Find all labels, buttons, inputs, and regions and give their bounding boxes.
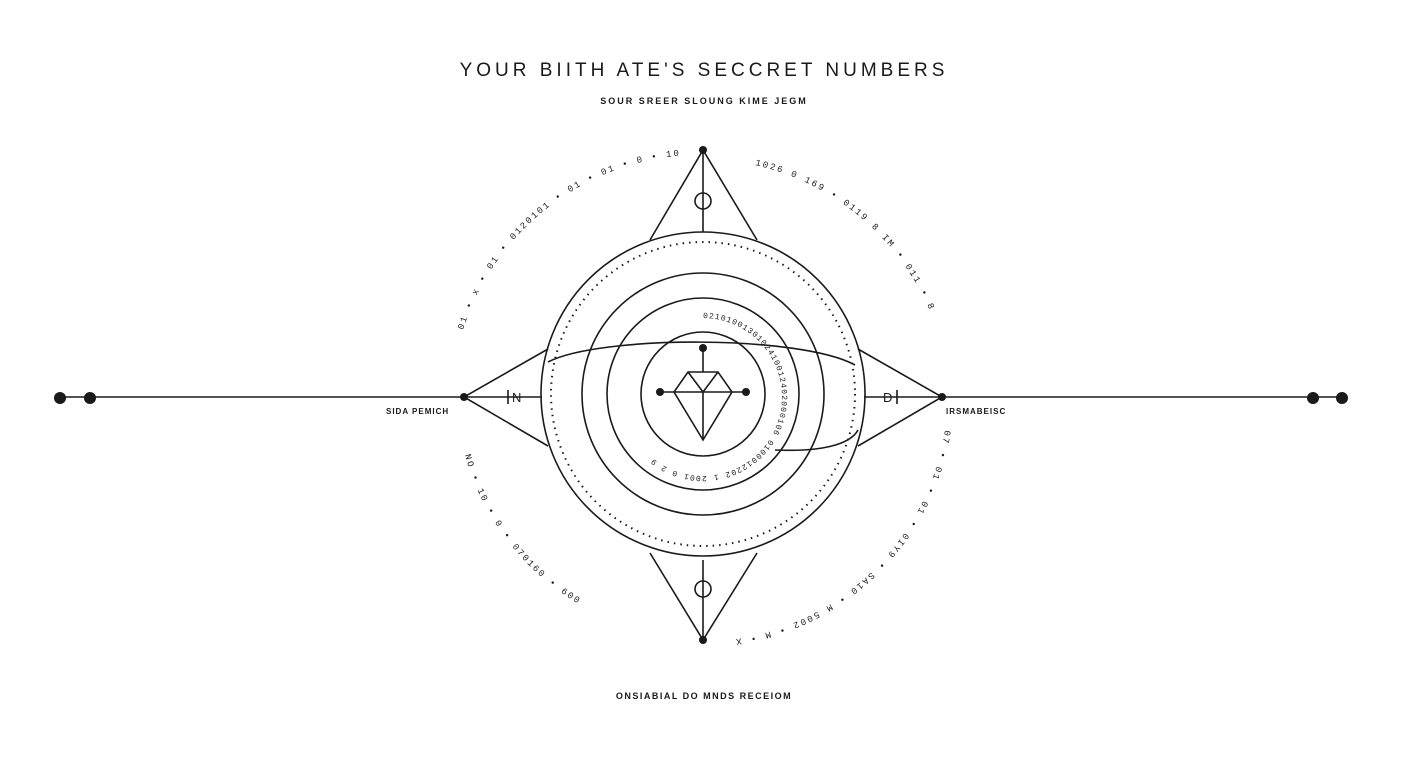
diamond-gem-icon bbox=[673, 371, 733, 442]
right-label: IRSMABEISC bbox=[946, 407, 1006, 416]
outer-ring-text-top-left: 01 • x • 01 • 0120101 • 01 • 01 • 0 • 10… bbox=[0, 0, 689, 331]
outer-circle bbox=[540, 231, 866, 557]
right-glyph: D bbox=[883, 390, 893, 405]
orbit-arc-upper bbox=[547, 341, 856, 366]
page-subtitle: SOUR SREER SLOUNG KIME JEGM bbox=[600, 96, 808, 106]
middle-circle bbox=[581, 272, 825, 516]
core-circle bbox=[640, 331, 766, 457]
page-title: YOUR BIITH ATE'S SECCRET NUMBERS bbox=[459, 60, 949, 81]
outer-ring-text-bottom-right: 07 • 01 • 01 • 0IY9 • SA10 • M 5002 • M … bbox=[733, 429, 952, 646]
dotted-circle bbox=[550, 241, 856, 547]
bottom-node-circle bbox=[694, 580, 712, 598]
outer-ring-text-top-right: 1026 0 169 • 0119 8 IM • 011 • 8 bbox=[754, 158, 936, 313]
top-node-circle bbox=[694, 192, 712, 210]
inner-ring-text: 0210100130102410012402000106 0100012202 … bbox=[649, 312, 788, 482]
footer-caption: ONSIABIAL DO MNDS RECEIOM bbox=[615, 691, 793, 701]
orbit-arc-lower bbox=[774, 429, 859, 452]
outer-ring-text-bottom-left: NO • 10 • 0 • 070160 • 600 bbox=[462, 453, 583, 607]
inner-circle bbox=[606, 297, 800, 491]
left-glyph: N bbox=[512, 390, 522, 405]
left-label: SIDA PEMICH bbox=[386, 407, 449, 416]
